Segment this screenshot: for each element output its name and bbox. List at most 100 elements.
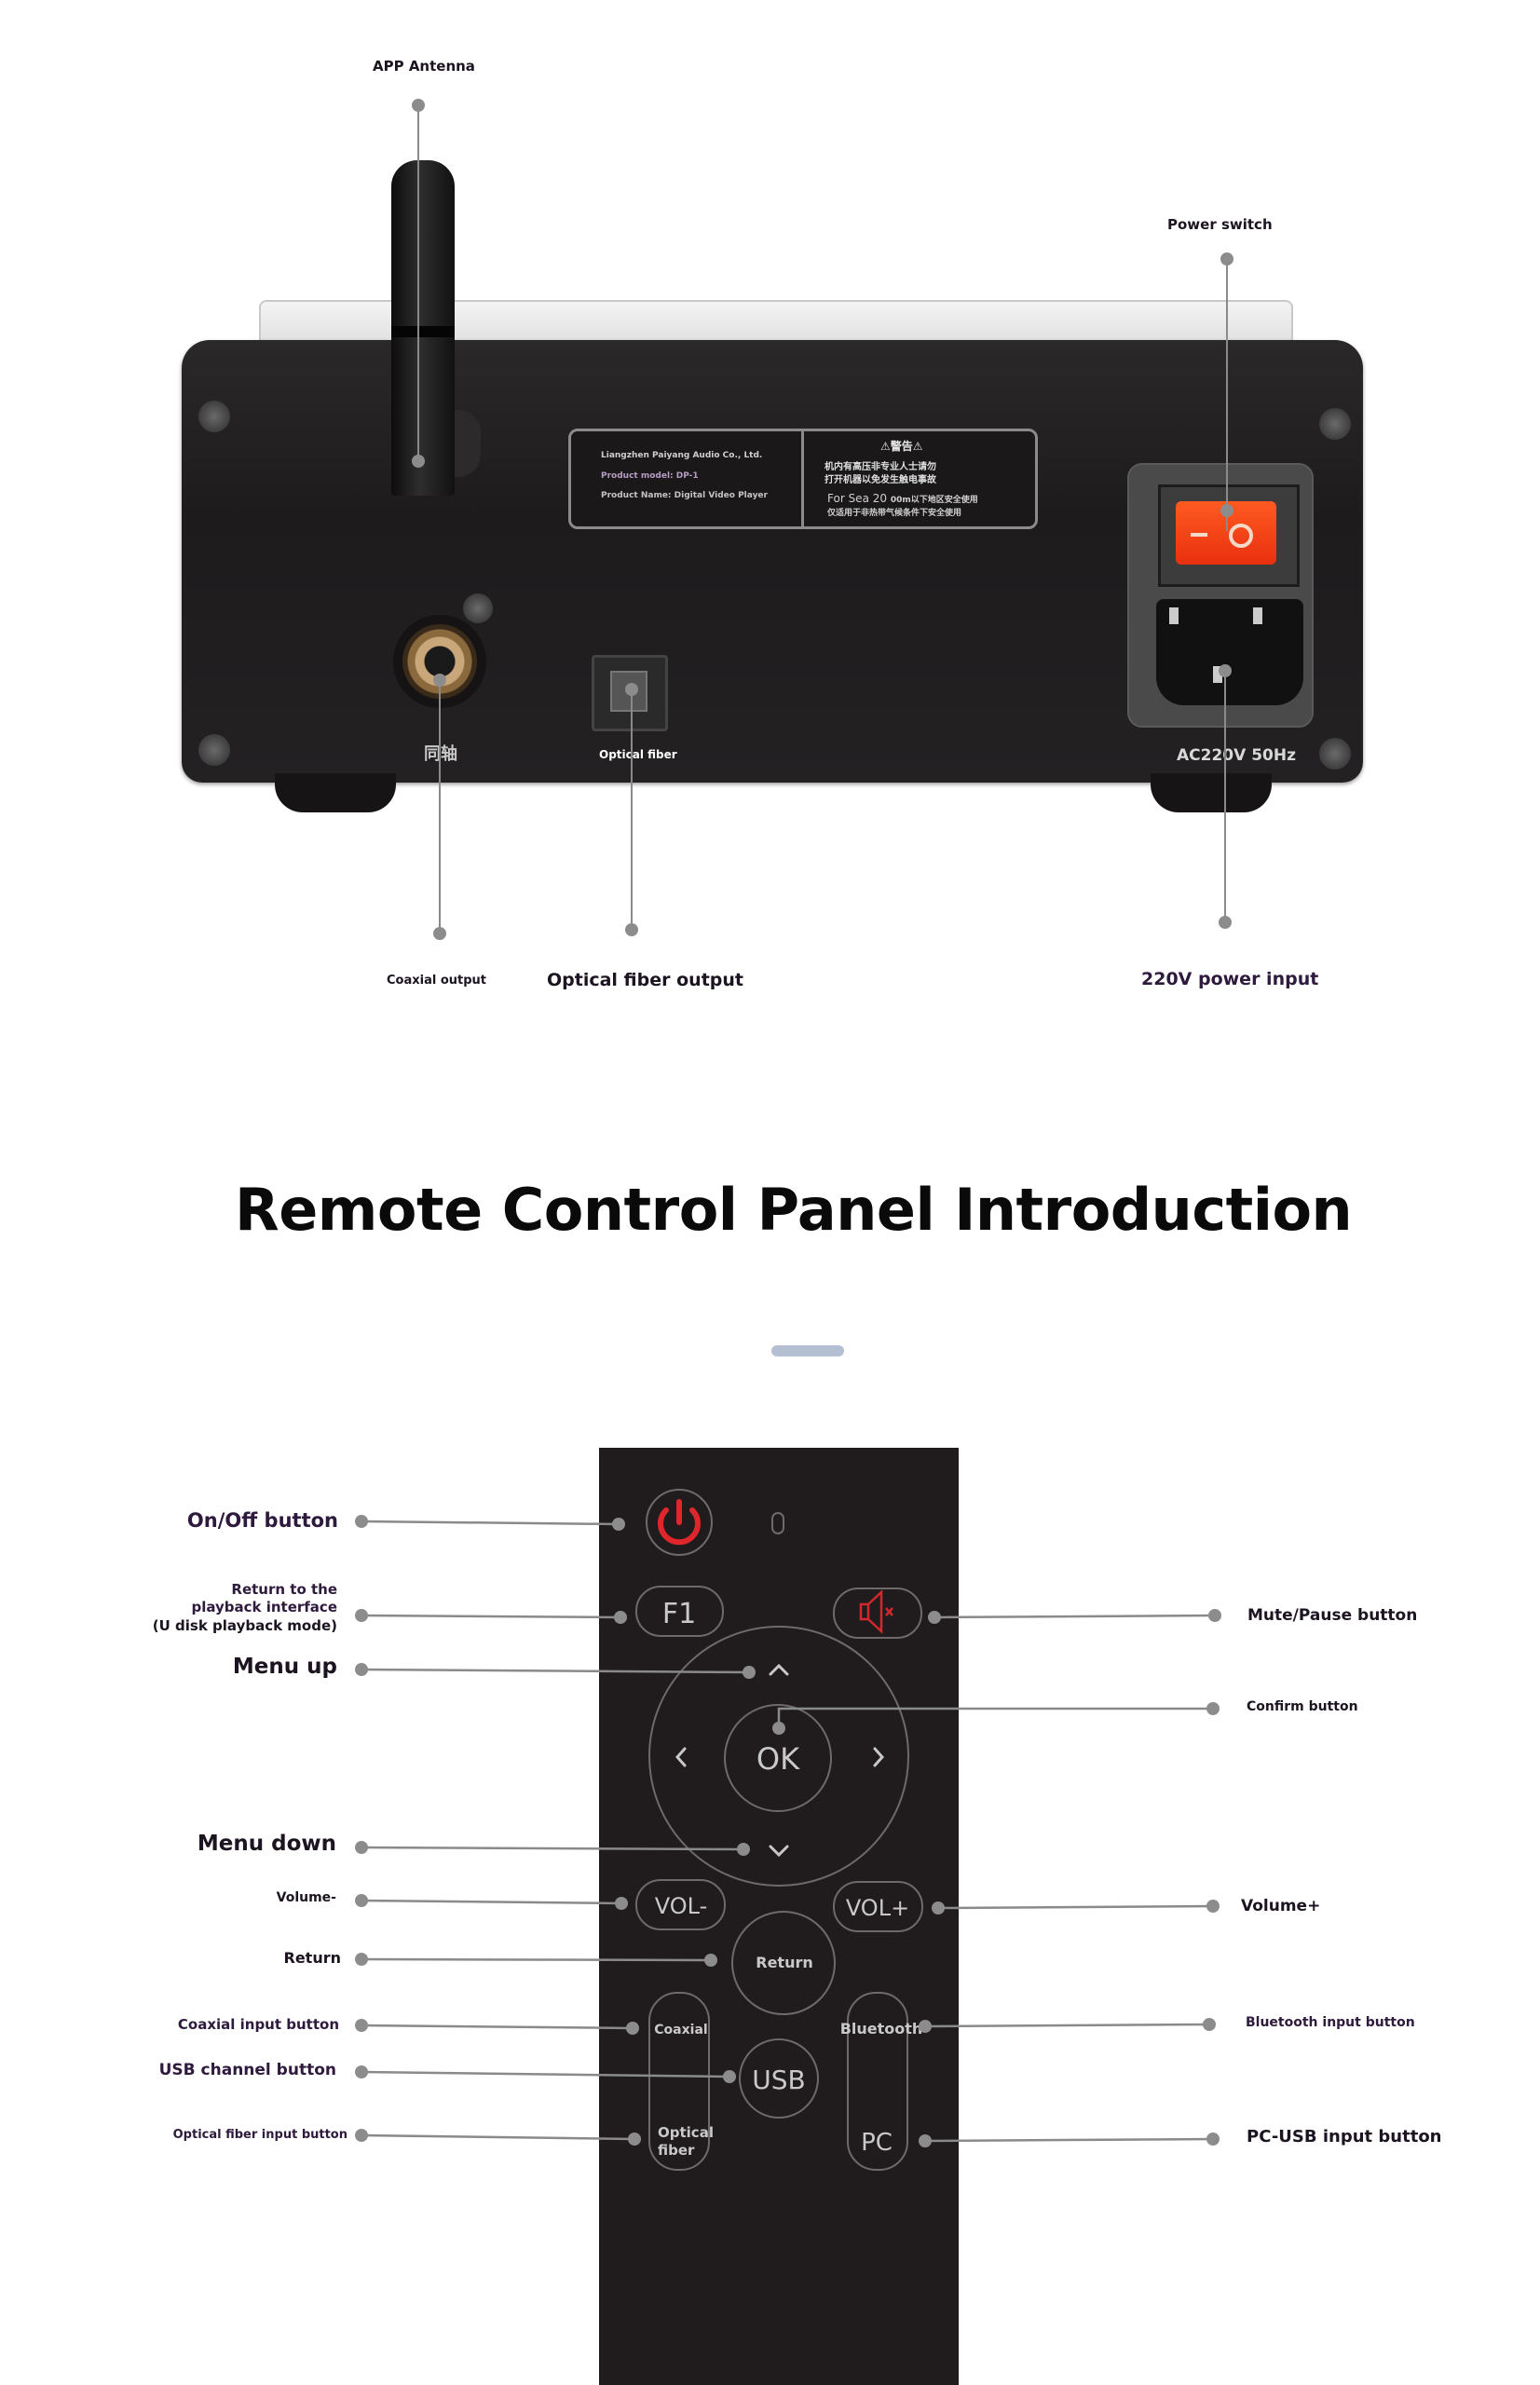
callout-optical-output: Optical fiber output <box>547 970 743 990</box>
optical-label: Optical fiber <box>599 748 677 761</box>
pc-label: PC <box>861 2129 893 2157</box>
nameplate-warning-title: ⚠警告⚠ <box>880 438 923 454</box>
power-button[interactable] <box>646 1489 713 1556</box>
callout-line-bluetooth <box>924 2023 1210 2028</box>
usb-button[interactable] <box>739 2038 819 2119</box>
power-rating-label: AC220V 50Hz <box>1177 746 1296 765</box>
callout-dot-antenna-end <box>412 455 425 468</box>
optical-label-line2: fiber <box>658 2142 695 2159</box>
callout-dot <box>932 1901 945 1915</box>
callout-line-menu-down <box>361 1846 744 1851</box>
vol-minus-label: VOL- <box>655 1893 708 1919</box>
ok-button[interactable] <box>724 1704 832 1812</box>
callout-antenna: APP Antenna <box>373 58 475 75</box>
callout-on-off: On/Off button <box>186 1509 338 1532</box>
callout-line-vol-plus <box>937 1904 1214 1910</box>
ok-label: OK <box>756 1741 800 1777</box>
screw-icon <box>1319 738 1351 770</box>
chevron-down-icon[interactable] <box>769 1845 789 1858</box>
nameplate-warning-line: 打开机器以免发生触电事故 <box>825 475 936 485</box>
vol-plus-button[interactable] <box>833 1881 923 1932</box>
bluetooth-pc-button[interactable] <box>847 1992 908 2171</box>
mute-button[interactable] <box>833 1588 922 1639</box>
callout-power-switch: Power switch <box>1167 216 1273 233</box>
rear-panel-diagram: Liangzhen Paiyang Audio Co., Ltd. Produc… <box>0 0 1540 1025</box>
callout-dot <box>355 1609 368 1622</box>
coaxial-optical-button[interactable] <box>648 1992 710 2171</box>
callout-line-power-input <box>1224 671 1226 922</box>
dpad-ring[interactable] <box>648 1626 909 1887</box>
nameplate-company: Liangzhen Paiyang Audio Co., Ltd. <box>601 451 763 460</box>
callout-dot <box>737 1843 750 1856</box>
return-button[interactable] <box>731 1911 836 2015</box>
callout-dot <box>1208 1609 1221 1622</box>
callout-dot-power-switch <box>1220 252 1233 266</box>
callout-dot-coaxial-end <box>433 927 446 940</box>
vol-plus-label: VOL+ <box>846 1895 909 1921</box>
warning-icon: ⚠ <box>912 440 923 453</box>
callout-dot <box>1206 1702 1220 1715</box>
warning-icon: ⚠ <box>880 440 891 453</box>
socket-pin <box>1253 607 1262 624</box>
callout-dot <box>355 1953 368 1966</box>
callout-dot <box>355 2019 368 2032</box>
callout-dot-power-switch-end <box>1220 504 1233 517</box>
callout-return-playback-1: Return to the <box>231 1581 337 1598</box>
ir-led <box>771 1512 784 1534</box>
power-switch-on-mark <box>1229 524 1253 548</box>
callout-dot <box>355 1515 368 1528</box>
callout-menu-down: Menu down <box>197 1832 336 1856</box>
callout-line-antenna <box>417 105 419 461</box>
callout-line-on-off <box>361 1520 620 1526</box>
callout-line-return <box>361 1957 712 1962</box>
callout-volume-plus: Volume+ <box>1241 1897 1321 1915</box>
chevron-left-icon[interactable] <box>675 1747 687 1767</box>
callout-dot <box>626 2022 639 2035</box>
remote-callout-lines <box>361 1520 1216 2143</box>
nameplate-altitude-line: 仅适用于非热带气候条件下安全使用 <box>827 509 962 518</box>
callout-coaxial-input: Coaxial input button <box>177 2016 339 2033</box>
callout-return-playback-2: playback interface <box>191 1599 337 1615</box>
callout-pc-usb-input: PC-USB input button <box>1247 2127 1442 2146</box>
callout-return: Return <box>283 1949 342 1967</box>
vol-minus-button[interactable] <box>635 1879 726 1930</box>
callout-dot <box>628 2133 641 2146</box>
nameplate-warning-line: 机内有高压非专业人士请勿 <box>825 462 936 472</box>
remote-control <box>599 1448 959 2385</box>
callout-dot-power-input-end <box>1219 916 1232 929</box>
usb-label: USB <box>752 2065 805 2095</box>
chevron-up-icon[interactable] <box>769 1663 789 1676</box>
callout-power-input: 220V power input <box>1141 969 1319 989</box>
callout-dot <box>612 1518 625 1531</box>
callout-line-coaxial <box>439 678 441 934</box>
bluetooth-label: Bluetooth <box>840 2020 923 2037</box>
callout-dot <box>743 1666 756 1679</box>
callout-dot-optical <box>625 683 638 696</box>
remote-callout-dots <box>355 1515 1221 2147</box>
device-foot-left <box>275 773 396 812</box>
f1-button[interactable] <box>635 1586 724 1637</box>
callout-menu-up: Menu up <box>232 1655 337 1679</box>
f1-label: F1 <box>662 1598 696 1630</box>
chevron-right-icon[interactable] <box>873 1747 885 1767</box>
power-icon <box>658 1499 701 1546</box>
callout-dot-optical-end <box>625 923 638 936</box>
callout-dot <box>1206 2133 1220 2146</box>
callout-dot <box>355 2065 368 2078</box>
callout-dot <box>704 1954 717 1967</box>
device-foot-right <box>1151 773 1272 812</box>
nameplate-model: Product model: DP-1 <box>601 471 699 481</box>
callout-dot <box>355 1841 368 1854</box>
screw-icon <box>198 401 230 432</box>
callout-dot <box>919 2020 932 2033</box>
callout-return-playback-3: (U disk playback mode) <box>152 1617 337 1634</box>
callout-dot-power-input <box>1219 664 1232 677</box>
screw-icon <box>463 593 493 623</box>
callout-line-coaxial <box>361 2024 634 2030</box>
coaxial-label: Coaxial <box>654 2023 707 2037</box>
callout-dot <box>772 1722 785 1735</box>
callout-dot <box>355 1663 368 1676</box>
section-accent-bar <box>771 1345 844 1356</box>
callout-line-menu-up <box>361 1668 750 1674</box>
